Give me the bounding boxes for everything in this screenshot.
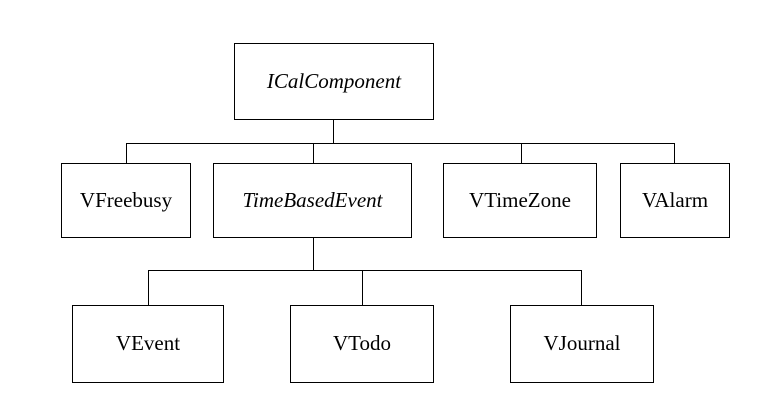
class-box-vtodo[interactable]: VTodo bbox=[290, 305, 434, 383]
connector-drop-valarm bbox=[674, 143, 675, 163]
connector-timebasedevent-stem bbox=[313, 238, 314, 270]
class-box-vfreebusy[interactable]: VFreebusy bbox=[61, 163, 191, 238]
connector-drop-vevent bbox=[148, 270, 149, 305]
connector-drop-timebasedevent bbox=[313, 143, 314, 163]
class-box-timebasedevent[interactable]: TimeBasedEvent bbox=[213, 163, 412, 238]
connector-drop-vtodo bbox=[362, 270, 363, 305]
class-box-vtimezone[interactable]: VTimeZone bbox=[443, 163, 597, 238]
connector-drop-vtimezone bbox=[521, 143, 522, 163]
connector-level3-bus bbox=[148, 270, 582, 271]
class-box-vevent[interactable]: VEvent bbox=[72, 305, 224, 383]
connector-level2-bus bbox=[126, 143, 675, 144]
class-box-vjournal[interactable]: VJournal bbox=[510, 305, 654, 383]
connector-drop-vfreebusy bbox=[126, 143, 127, 163]
connector-root-stem bbox=[333, 120, 334, 143]
class-box-icalcomponent[interactable]: ICalComponent bbox=[234, 43, 434, 120]
class-box-valarm[interactable]: VAlarm bbox=[620, 163, 730, 238]
connector-drop-vjournal bbox=[581, 270, 582, 305]
